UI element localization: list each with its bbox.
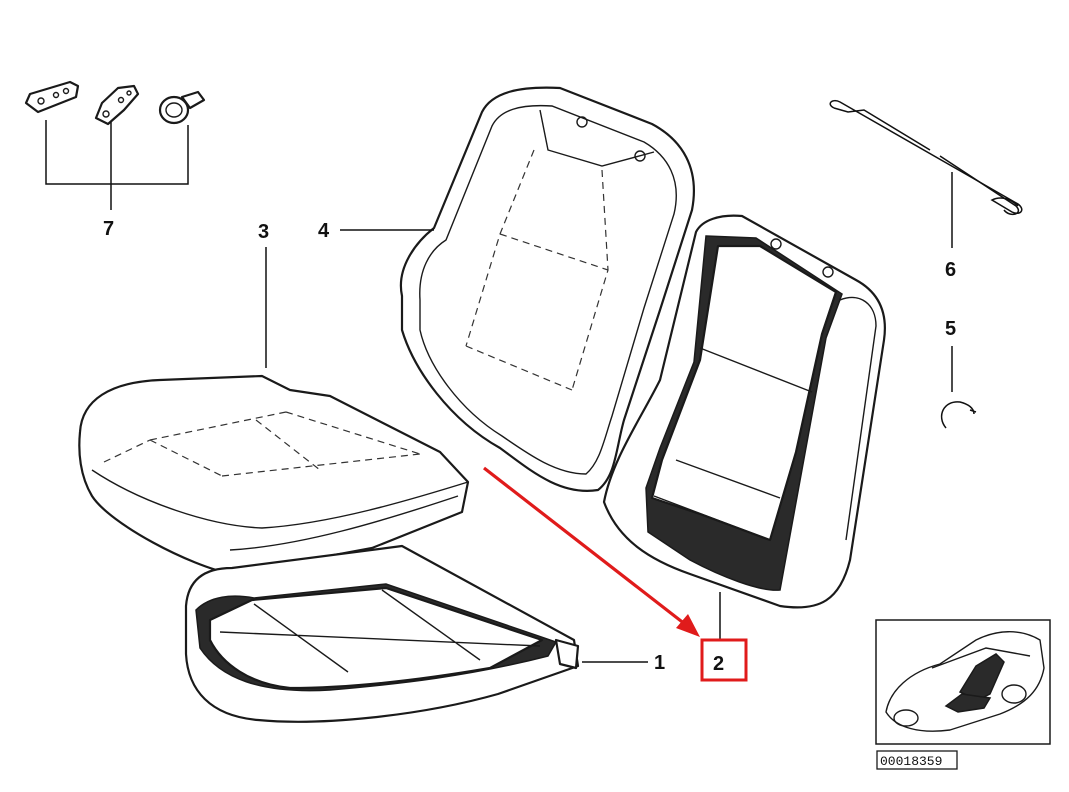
callout-5: 5 [945,318,956,340]
callout-2-highlight [700,638,748,682]
bracket-icon-right [94,84,140,126]
car-locator-thumbnail [875,619,1051,745]
red-arrow-icon [483,466,700,637]
wire-icon [829,99,1023,216]
reference-code-box [876,750,958,770]
callout-4: 4 [318,220,330,242]
clip-icon [940,401,977,429]
callout-3: 3 [258,221,269,243]
backrest-frame-icon [602,214,886,609]
bracket-icon-left [24,80,80,114]
seat-cushion-foam-icon [184,544,580,723]
callout-7: 7 [103,218,114,240]
backrest-cover-icon [399,86,695,492]
seat-cushion-cover-icon [78,374,470,576]
callout-2: 2 [713,653,724,675]
callout-6: 6 [945,259,956,281]
bolt-icon [158,90,206,125]
leader-line-7 [45,120,189,210]
callout-1: 1 [654,652,665,674]
reference-code: 00018359 [880,754,942,769]
